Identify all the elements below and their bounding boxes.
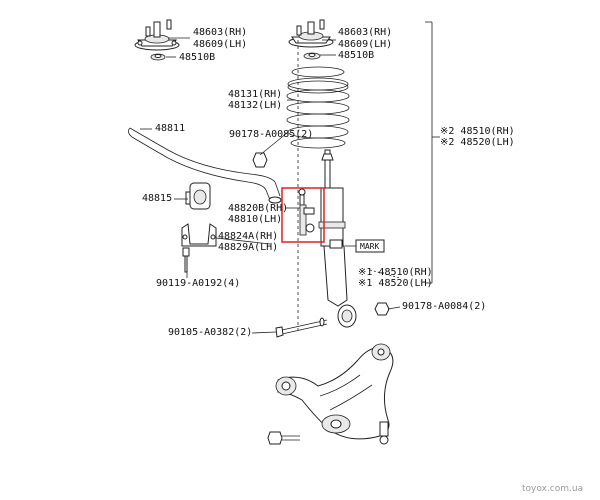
label-mark: MARK (360, 242, 380, 251)
long-bolt (275, 317, 328, 338)
label-shock-lh: ※1 48520(LH) (358, 278, 433, 289)
stabilizer-nut-top (252, 152, 268, 168)
label-strut-asm-lh: ※2 48520(LH) (440, 137, 515, 148)
leader-lines (140, 21, 440, 334)
strut-mount-right (288, 19, 334, 48)
label-nut-top: 90178-A0085(2) (229, 129, 314, 140)
lower-control-arm (275, 343, 394, 445)
coil-spring (286, 66, 350, 149)
label-link-lh: 48810(LH) (228, 214, 283, 225)
bump-stopper-right (303, 52, 321, 60)
label-mount2-rh: 48603(RH) (338, 27, 393, 38)
label-stabilizer: 48811 (155, 123, 186, 134)
stabilizer-bushing (185, 182, 211, 210)
label-mount2-lh: 48609(LH) (338, 39, 393, 50)
label-strut-asm-rh: ※2 48510(RH) (440, 126, 515, 137)
label-shock-rh: ※1 48510(RH) (358, 267, 433, 278)
stabilizer-link (298, 188, 315, 236)
label-nut-bottom: 90178-A0084(2) (402, 301, 487, 312)
watermark: toyox.com.ua (522, 484, 584, 494)
stabilizer-bracket (181, 223, 217, 247)
label-bolt-small: 90119-A0192(4) (156, 278, 241, 289)
label-bracket-rh: 48824A(RH) (218, 231, 279, 242)
stabilizer-bar (128, 127, 282, 204)
shock-absorber (318, 149, 357, 328)
label-mount-rh: 48603(RH) (193, 27, 248, 38)
shock-nut-bottom (374, 302, 390, 316)
mark-tag-box (345, 239, 385, 253)
label-bracket-lh: 48829A(LH) (218, 242, 279, 253)
highlight-box (281, 187, 325, 243)
arm-bolt (267, 431, 300, 445)
bracket-bolt (182, 247, 190, 273)
label-bump-right: 48510B (338, 50, 375, 61)
label-spring-rh: 48131(RH) (228, 89, 283, 100)
label-bolt-long: 90105-A0382(2) (168, 327, 253, 338)
label-bump-left: 48510B (179, 52, 216, 63)
label-mount-lh: 48609(LH) (193, 39, 248, 50)
label-spring-lh: 48132(LH) (228, 100, 283, 111)
label-link-rh: 48820B(RH) (228, 203, 289, 214)
label-bushing: 48815 (142, 193, 173, 204)
strut-mount-left (134, 19, 180, 51)
bump-stopper-left (150, 53, 166, 61)
